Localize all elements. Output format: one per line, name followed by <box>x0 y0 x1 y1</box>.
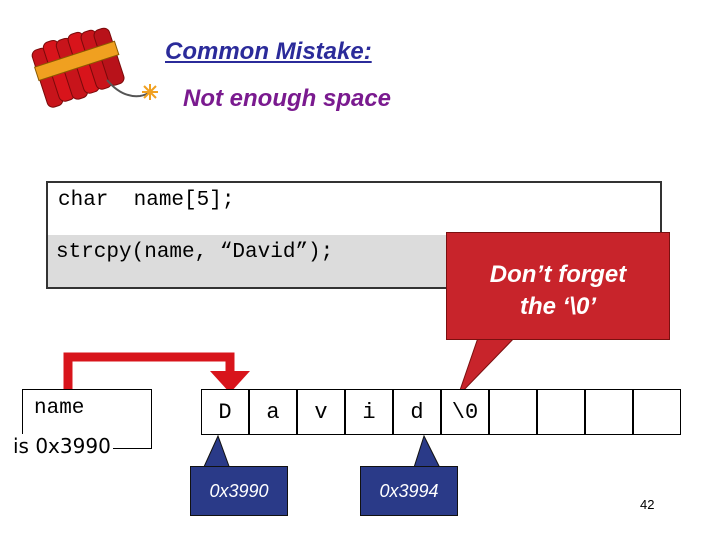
memory-cell <box>585 389 633 435</box>
callout-line-2: the ‘\0’ <box>519 293 597 320</box>
pointer-variable-name: name <box>34 397 85 420</box>
memory-cell: i <box>345 389 393 435</box>
callout-line-1: Don’t forget <box>489 261 627 288</box>
pointer-value-text: is 0x3990 <box>11 434 113 458</box>
address-label-first: 0x3990 <box>190 466 288 516</box>
memory-cell: D <box>201 389 249 435</box>
memory-cell: \0 <box>441 389 489 435</box>
address-label-fifth: 0x3994 <box>360 466 458 516</box>
pointer-arrow <box>63 352 250 397</box>
callout-warning: Don’t forget the ‘\0’ <box>446 232 670 340</box>
slide-title: Common Mistake: <box>165 38 372 65</box>
memory-cell: a <box>249 389 297 435</box>
memory-cell: d <box>393 389 441 435</box>
slide-subtitle: Not enough space <box>183 85 392 112</box>
memory-cell <box>489 389 537 435</box>
code-line-strcpy: strcpy(name, “David”); <box>56 241 334 264</box>
code-line-declaration: char name[5]; <box>58 189 235 212</box>
dynamite-icon <box>31 27 158 108</box>
page-number: 42 <box>640 497 655 512</box>
memory-cell <box>537 389 585 435</box>
memory-cell <box>633 389 681 435</box>
memory-cell: v <box>297 389 345 435</box>
